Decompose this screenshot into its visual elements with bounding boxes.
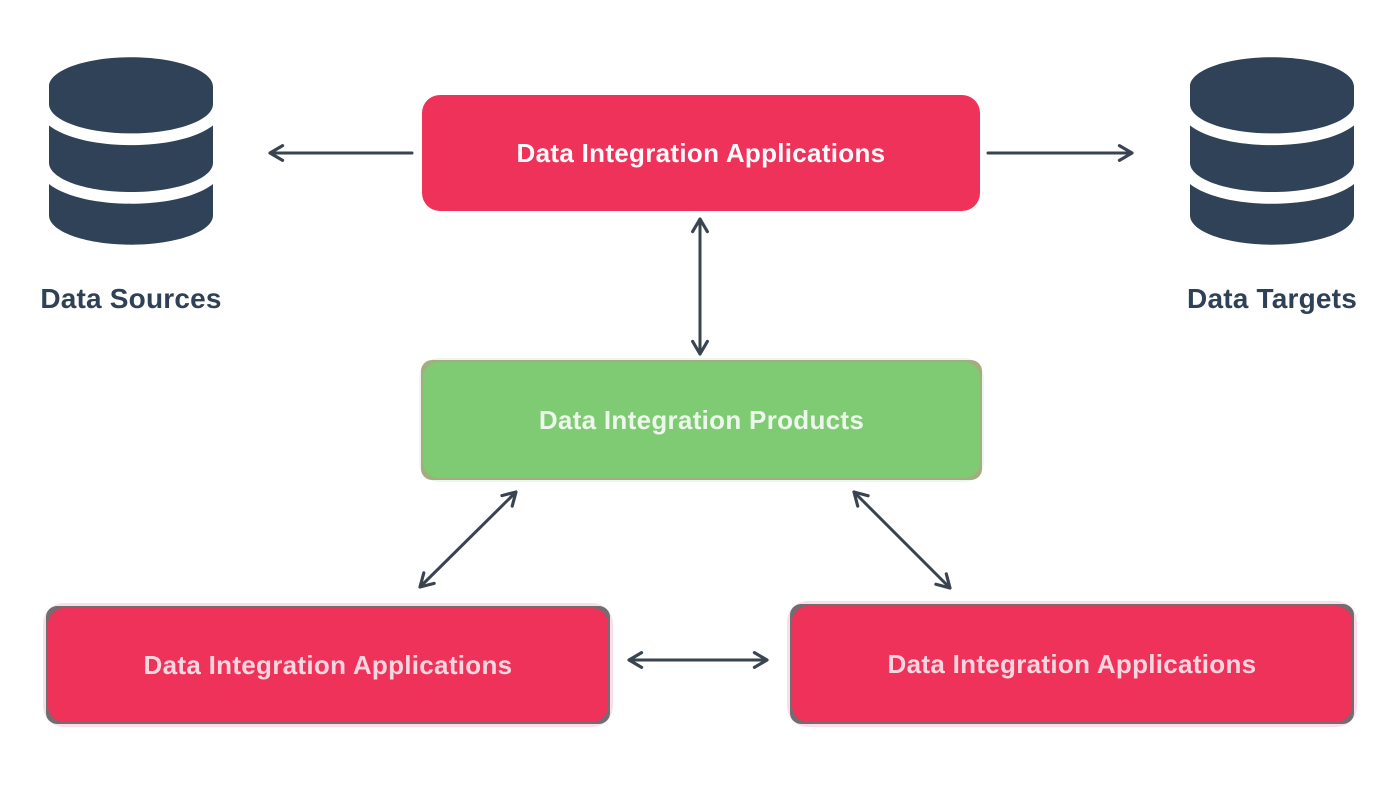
bottom-right-application-label: Data Integration Applications (887, 648, 1257, 679)
bottom-left-application-box: Data Integration Applications (46, 606, 610, 724)
products-label: Data Integration Products (538, 404, 865, 435)
data-targets-label: Data Targets (1187, 283, 1357, 314)
arrow-products-bottomleft (418, 490, 518, 589)
bottom-left-application-label: Data Integration Applications (143, 649, 513, 680)
bottom-right-application-box: Data Integration Applications (790, 604, 1354, 724)
database-icon (1190, 57, 1354, 245)
box-face (423, 362, 980, 478)
products-box: Data Integration Products (421, 360, 982, 480)
box-face (792, 606, 1352, 722)
database-icon (49, 57, 213, 245)
data-sources-label: Data Sources (40, 283, 222, 314)
top-application-box: Data Integration Applications (422, 95, 980, 211)
box-face (48, 608, 608, 722)
top-application-label: Data Integration Applications (516, 137, 886, 168)
data-sources-node: Data Sources (20, 57, 242, 315)
arrow-products-bottomright (852, 490, 952, 590)
data-targets-node: Data Targets (1160, 57, 1384, 315)
